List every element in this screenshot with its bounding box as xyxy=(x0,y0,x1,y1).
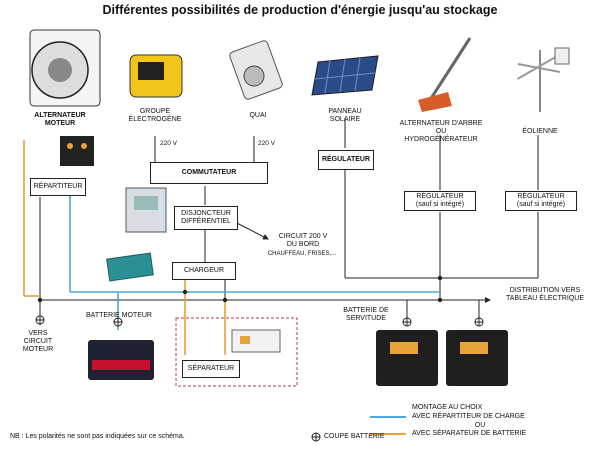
label-alternateur-moteur: ALTERNATEUR MOTEUR xyxy=(34,112,86,127)
label-eolienne: ÉOLIENNE xyxy=(522,128,558,135)
batterie-servitude-2-icon xyxy=(446,330,508,386)
groupe-electrogene-icon xyxy=(129,54,183,98)
legend-blue-text: AVEC RÉPARTITEUR DE CHARGE xyxy=(412,413,525,420)
label-panneau: PANNEAU SOLAIRE xyxy=(328,108,362,123)
legend-blue-line xyxy=(370,416,406,418)
label-batterie-servitude: BATTERIE DE SERVITUDE xyxy=(343,307,389,322)
chargeur-box: CHARGEUR xyxy=(172,262,236,280)
label-batterie-moteur: BATTERIE MOTEUR xyxy=(86,312,152,319)
hydrogenerateur-icon xyxy=(418,37,472,112)
commutateur-box: COMMUTATEUR xyxy=(150,162,268,184)
chargeur-device-icon xyxy=(106,252,154,282)
label-groupe: GROUPE ÉLECTROGÈNE xyxy=(128,108,182,123)
alternateur-moteur-icon xyxy=(29,29,101,107)
label-quai: QUAI xyxy=(249,112,267,119)
separateur-box: SÉPARATEUR xyxy=(182,360,240,378)
disjoncteur-box: DISJONCTEUR DIFFÉRENTIEL xyxy=(174,206,238,230)
disjoncteur-device-icon xyxy=(125,187,167,233)
batterie-servitude-1-icon xyxy=(376,330,438,386)
voltage-quai: 220 V xyxy=(258,140,275,147)
legend-ou: OU xyxy=(474,422,486,429)
separator-zone xyxy=(175,317,298,387)
quai-prise-icon xyxy=(229,40,283,100)
repartiteur-device-icon xyxy=(60,136,94,166)
voltage-groupe: 220 V xyxy=(160,140,177,147)
regulateur-solaire-box: RÉGULATEUR xyxy=(318,150,374,170)
repartiteur-box: RÉPARTITEUR xyxy=(30,178,86,196)
batterie-moteur-icon xyxy=(88,340,154,380)
panneau-solaire-icon xyxy=(311,55,379,96)
footnote: NB : Les polarités ne sont pas indiquées… xyxy=(10,433,185,440)
diagram-title: Différentes possibilités de production d… xyxy=(102,3,498,17)
label-distribution: DISTRIBUTION VERS TABLEAU ÉLECTRIQUE xyxy=(505,287,585,302)
regulateur-eolienne-box: RÉGULATEUR (sauf si intégré) xyxy=(505,191,577,211)
label-alternateur-arbre: ALTERNATEUR D'ARBRE OU HYDROGÉNÉRATEUR xyxy=(399,120,483,143)
separateur-device-icon xyxy=(231,329,281,353)
regulateur-arbre-box: RÉGULATEUR (sauf si intégré) xyxy=(404,191,476,211)
eolienne-icon xyxy=(516,47,570,112)
legend-coupe-batterie: COUPE BATTERIE xyxy=(324,433,385,440)
legend-orange-line xyxy=(370,433,406,435)
label-vers-circuit: VERS CIRCUIT MOTEUR xyxy=(22,330,54,353)
legend-title: MONTAGE AU CHOIX xyxy=(412,404,483,411)
legend-orange-text: AVEC SÉPARATEUR DE BATTERIE xyxy=(412,430,527,437)
label-circuit-bord-sub: CHAUFFEAU, FRISES,... xyxy=(267,251,337,257)
label-circuit-bord: CIRCUIT 200 V DU BORD xyxy=(278,233,328,248)
